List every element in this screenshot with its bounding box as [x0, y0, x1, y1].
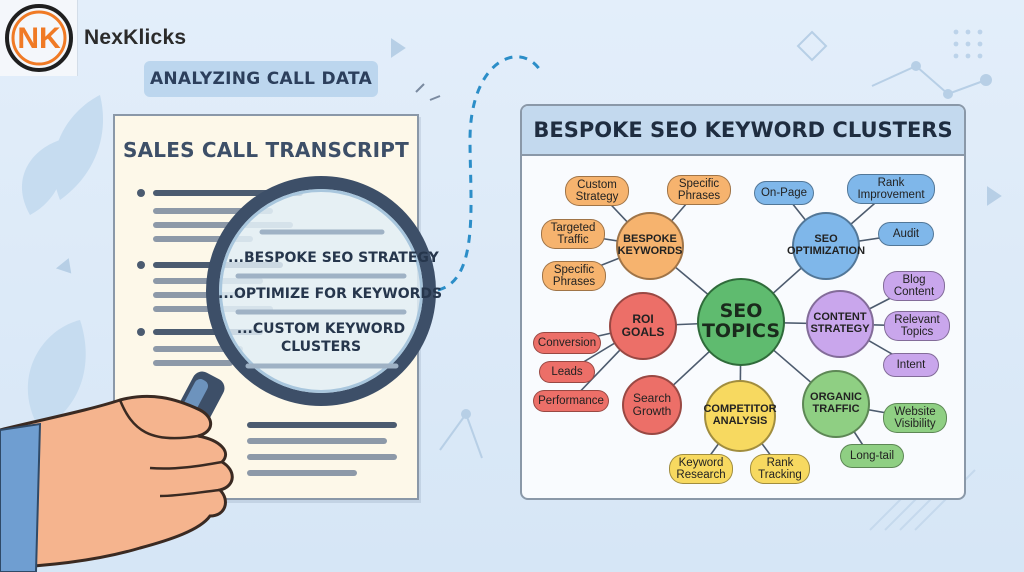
text-line — [153, 292, 243, 298]
transcript-title: SALES CALL TRANSCRIPT — [123, 138, 409, 162]
magnified-phrase: ...BESPOKE SEO STRATEGY — [228, 250, 439, 266]
magnifier-glass — [219, 189, 423, 393]
magnified-phrase: ...CUSTOM KEYWORD — [236, 321, 406, 337]
bullet-icon — [137, 328, 145, 336]
diamond-decoration — [796, 30, 828, 62]
sleeve — [0, 422, 42, 572]
magnified-phrase: ...OPTIMIZE FOR KEYWORDS — [218, 286, 443, 302]
brand-name: NexKlicks — [84, 26, 187, 49]
panel-title: BESPOKE SEO KEYWORD CLUSTERS — [522, 106, 964, 156]
text-line — [153, 329, 263, 335]
leaf-decoration-top — [53, 95, 104, 200]
text-line — [247, 454, 397, 460]
triangle-decoration — [55, 258, 72, 274]
network-decoration — [871, 64, 987, 96]
text-line — [153, 208, 273, 214]
text-line — [247, 470, 357, 476]
leaf-on-page: On-Page — [754, 181, 814, 205]
leaf-leads: Leads — [539, 361, 595, 383]
spark-lines-decoration — [415, 83, 441, 101]
text-line — [247, 438, 387, 444]
network-node — [461, 409, 471, 419]
network-node — [943, 89, 953, 99]
text-line — [153, 346, 243, 352]
dot-grid-decoration — [953, 29, 983, 59]
leaf-decoration-bottom — [27, 320, 86, 430]
triangle-decoration — [391, 38, 406, 58]
leaf-performance: Performance — [533, 390, 609, 412]
leaf-audit: Audit — [878, 222, 934, 246]
text-line — [153, 236, 253, 242]
bullet-icon — [137, 261, 145, 269]
logo: NK — [0, 0, 78, 76]
leaf-conversion: Conversion — [533, 332, 601, 354]
text-line — [153, 190, 303, 196]
leaf-decoration-left — [21, 140, 64, 215]
svg-text:NK: NK — [17, 22, 61, 55]
leaf-intent: Intent — [883, 353, 939, 377]
nexklicks-logo-icon: NK — [5, 4, 73, 72]
leaf-long-tail: Long-tail — [840, 444, 904, 468]
magnified-phrase: CLUSTERS — [280, 339, 362, 355]
bullet-icon — [137, 189, 145, 197]
analyzing-banner: ANALYZING CALL DATA — [144, 61, 378, 97]
triangle-decoration — [987, 186, 1002, 206]
text-line — [153, 222, 293, 228]
text-line — [247, 422, 397, 428]
network-node — [980, 74, 992, 86]
network-node — [911, 61, 921, 71]
text-line — [153, 360, 233, 366]
